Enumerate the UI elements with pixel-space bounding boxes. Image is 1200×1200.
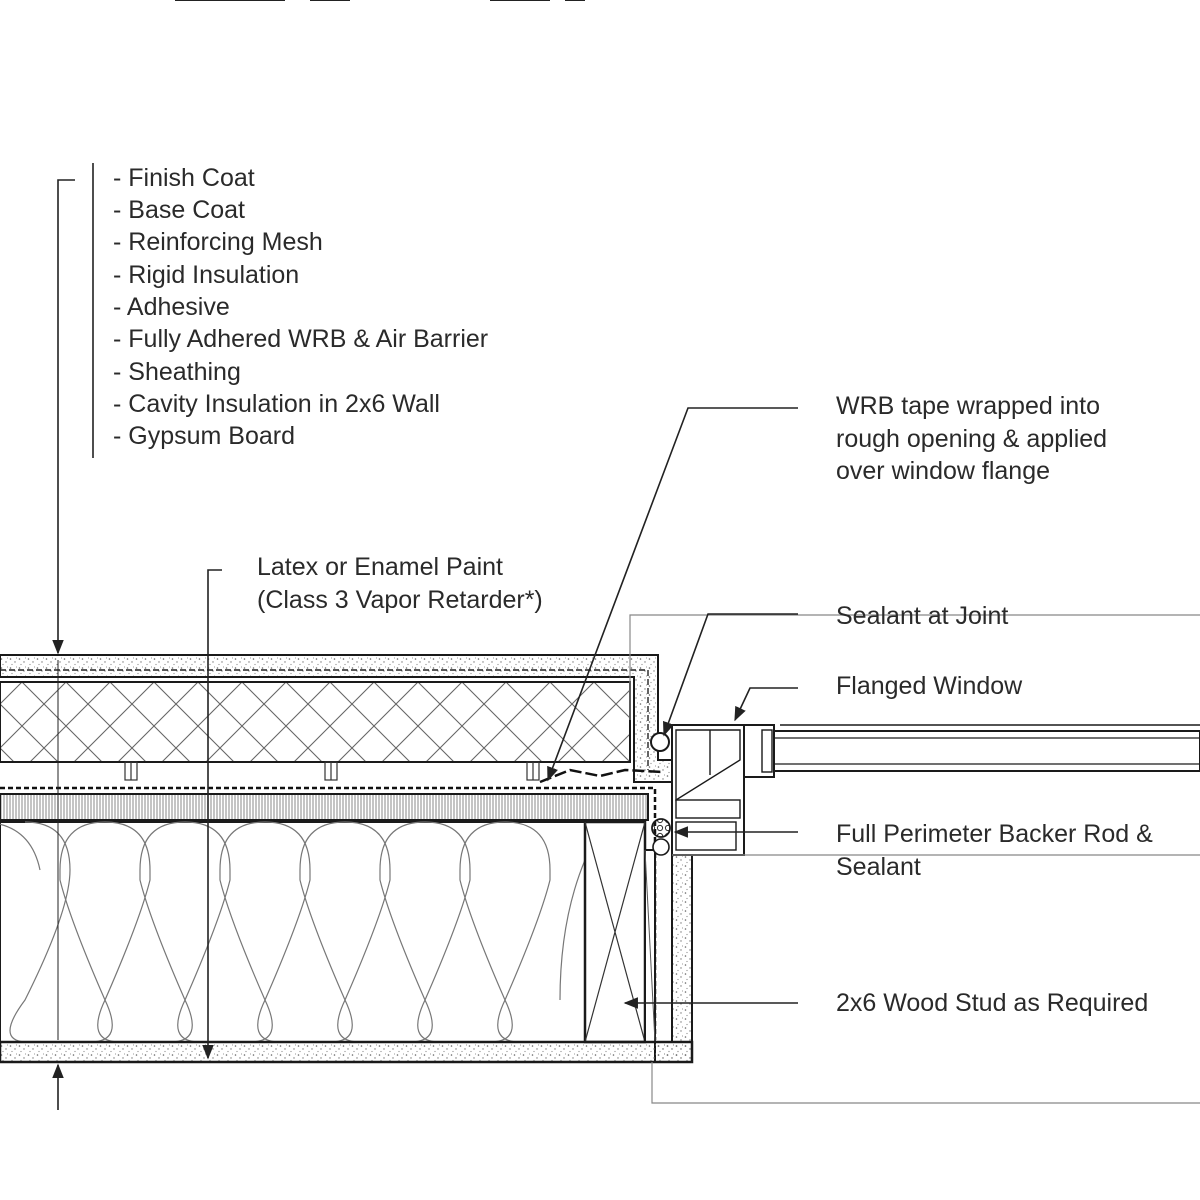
wood-stud-label: 2x6 Wood Stud as Required [836,989,1148,1017]
layer-rigid-insulation: - Rigid Insulation [113,261,299,289]
layer-list: - Finish Coat - Base Coat - Reinforcing … [113,164,488,450]
wrb-air-barrier-line [0,786,657,1040]
rigid-insulation [0,681,631,763]
window-sash [743,724,775,778]
gypsum-board [0,1040,694,1064]
flanged-window-label: Flanged Window [836,672,1023,700]
wrb-tape-label-line-1: WRB tape wrapped into [836,392,1100,420]
sealant-and-backer-rod [650,732,671,856]
layer-adhesive: - Adhesive [113,293,230,321]
layer-reinforcing-mesh: - Reinforcing Mesh [113,228,323,256]
sealant-joint-label: Sealant at Joint [836,602,1008,630]
outline-reference-lines [629,614,1200,1104]
wrb-tape-label-line-2: rough opening & applied [836,425,1107,453]
jamb-filler [644,849,656,1043]
layer-sheathing: - Sheathing [113,358,241,386]
backer-rod-label-line-1: Full Perimeter Backer Rod & [836,820,1153,848]
paint-label-line-1: Latex or Enamel Paint [257,553,503,581]
layer-base-coat: - Base Coat [113,196,245,224]
jamb-return-gypsum [654,854,693,1063]
glazing-unit [773,730,1200,772]
backer-rod-label-line-2: Sealant [836,853,921,881]
paint-label-line-2: (Class 3 Vapor Retarder*) [257,586,543,614]
layer-cavity-insulation: - Cavity Insulation in 2x6 Wall [113,390,440,418]
layer-gypsum-board: - Gypsum Board [113,422,295,450]
layer-wrb-air-barrier: - Fully Adhered WRB & Air Barrier [113,325,488,353]
wrb-tape-label-line-3: over window flange [836,457,1050,485]
leader-lines [52,163,798,1110]
sheathing [0,793,649,821]
wood-stud [583,820,647,1044]
callout-labels: WRB tape wrapped into rough opening & ap… [257,392,1153,1017]
adhesive-ribbons [124,761,540,781]
reinforcing-mesh-line [0,669,649,770]
backer-rod-sealant [652,838,670,856]
wall-assembly [0,654,694,1064]
cavity-insulation [0,821,586,1043]
sealant-bead-joint [650,732,670,752]
layer-finish-coat: - Finish Coat [113,164,255,192]
window-frame [671,724,745,856]
wrb-tape-line [539,768,663,784]
backer-rod [651,818,671,838]
